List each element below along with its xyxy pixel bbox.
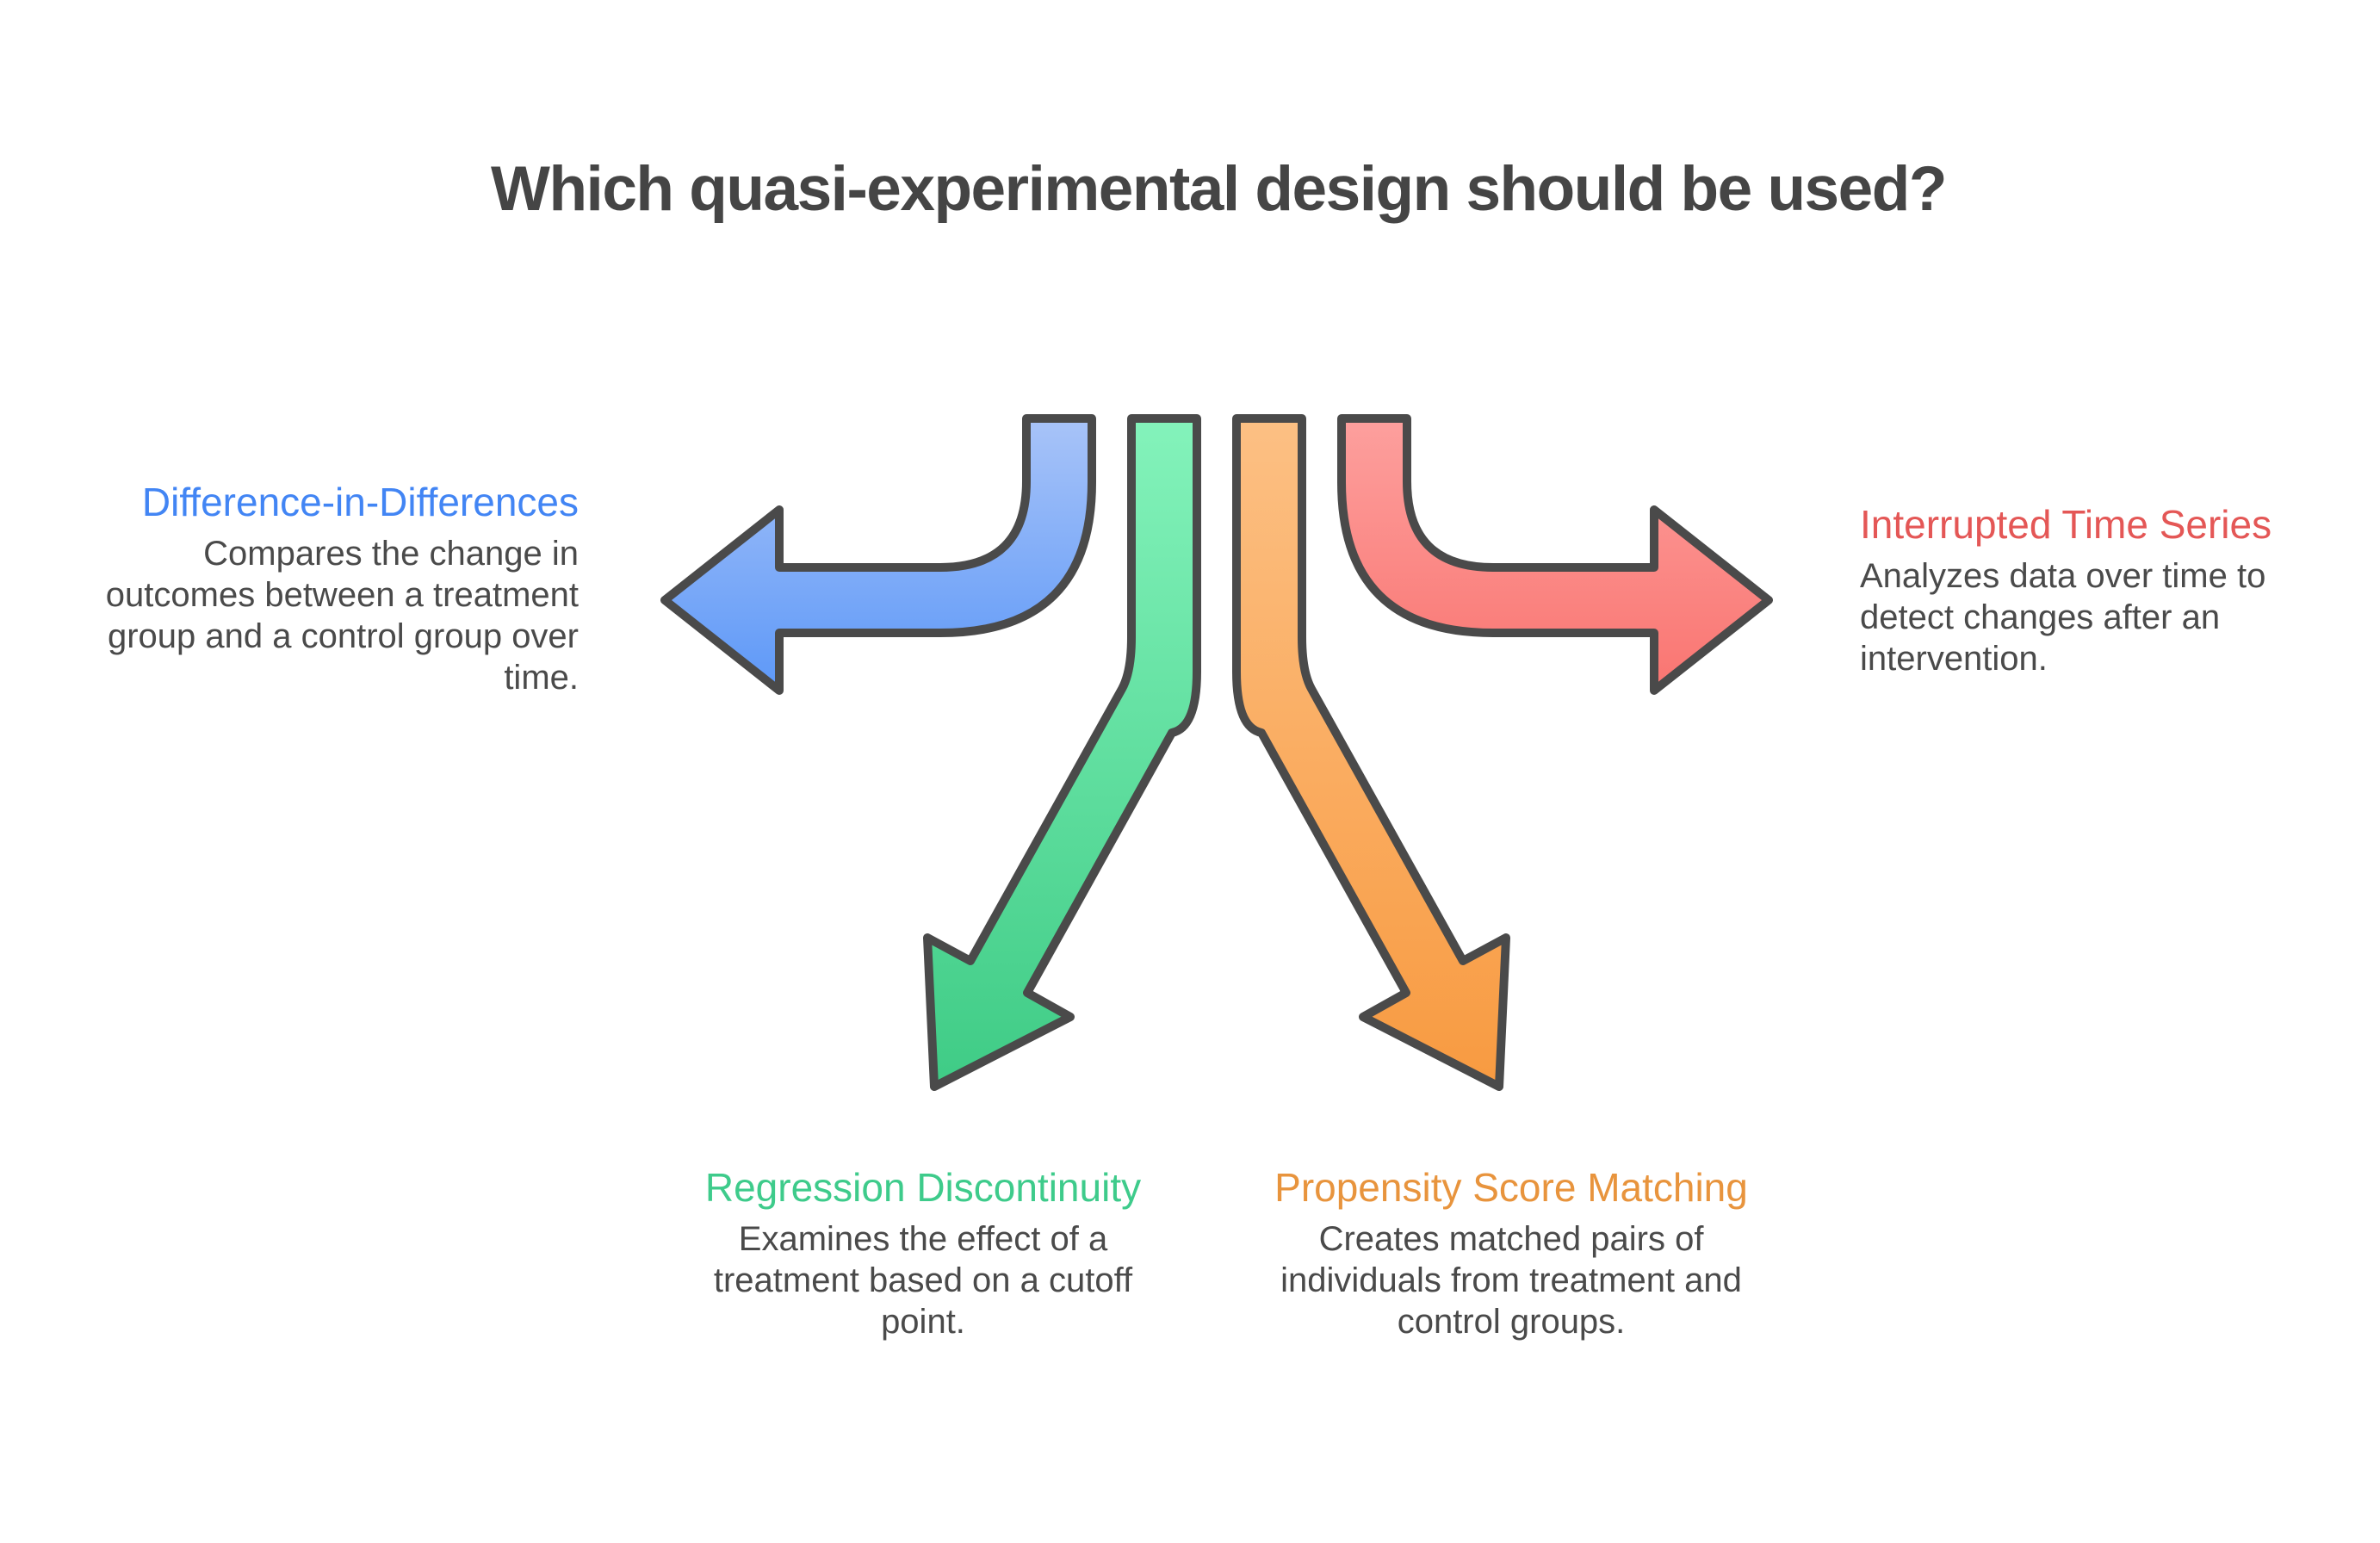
arrow-down-right-icon	[1232, 414, 1510, 1091]
branch-difference-in-differences-description: Compares the change in outcomes between …	[105, 535, 579, 697]
branch-difference-in-differences: Difference-in-Differences Compares the c…	[62, 479, 579, 698]
branch-interrupted-time-series-description: Analyzes data over time to detect change…	[1860, 557, 2266, 679]
branch-regression-discontinuity: Regression Discontinuity Examines the ef…	[699, 1164, 1147, 1342]
arrow-left-icon	[660, 414, 1096, 695]
branch-difference-in-differences-title: Difference-in-Differences	[141, 480, 579, 524]
branch-propensity-score-matching-title: Propensity Score Matching	[1274, 1165, 1748, 1210]
branch-propensity-score-matching: Propensity Score Matching Creates matche…	[1274, 1164, 1748, 1342]
arrow-right-icon	[1337, 414, 1773, 695]
branch-interrupted-time-series-title: Interrupted Time Series	[1860, 502, 2272, 547]
branch-propensity-score-matching-description: Creates matched pairs of individuals fro…	[1280, 1220, 1742, 1342]
branch-interrupted-time-series: Interrupted Time Series Analyzes data ov…	[1860, 501, 2342, 679]
branch-regression-discontinuity-description: Examines the effect of a treatment based…	[713, 1220, 1133, 1342]
arrow-down-left-icon	[923, 414, 1201, 1091]
branch-regression-discontinuity-title: Regression Discontinuity	[704, 1165, 1142, 1210]
page-title: Which quasi-experimental design should b…	[491, 154, 1947, 224]
